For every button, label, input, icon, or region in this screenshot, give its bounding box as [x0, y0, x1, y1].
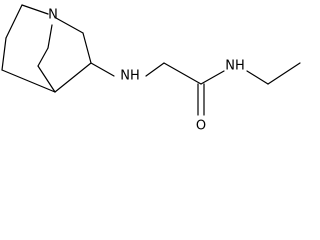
- bond-ch2-ch3: [267, 62, 301, 85]
- amide-nh-label: NH: [225, 59, 245, 74]
- bond-carbonyl-amide: [200, 70, 225, 85]
- bond-c9-c10: [37, 47, 49, 67]
- carbonyl-oxygen-label: O: [196, 119, 206, 134]
- bond-c2-c3: [82, 32, 92, 64]
- bond-ch2-carbonyl: [163, 62, 202, 85]
- molecule-diagram: N NH NH O: [1, 4, 301, 134]
- bond-amide-ch2: [246, 70, 269, 85]
- bond-amine-ch2: [145, 62, 165, 77]
- quinuclidine-ring: [1, 4, 92, 93]
- quinuclidine-nitrogen-label: N: [48, 8, 58, 23]
- bond-n1-c8: [21, 4, 49, 15]
- amine-nh-label: NH: [120, 69, 140, 84]
- bond-c3-amine: [90, 62, 115, 77]
- bond-c6-c5: [1, 69, 56, 93]
- bond-n1-c2: [55, 17, 84, 34]
- bond-c8-c7: [5, 4, 23, 39]
- bond-c3-c4: [54, 62, 92, 93]
- bond-c7-c6: [1, 37, 7, 71]
- side-chain: [90, 62, 301, 116]
- bond-c10-c4: [37, 65, 56, 93]
- bond-n1-c9: [47, 24, 53, 49]
